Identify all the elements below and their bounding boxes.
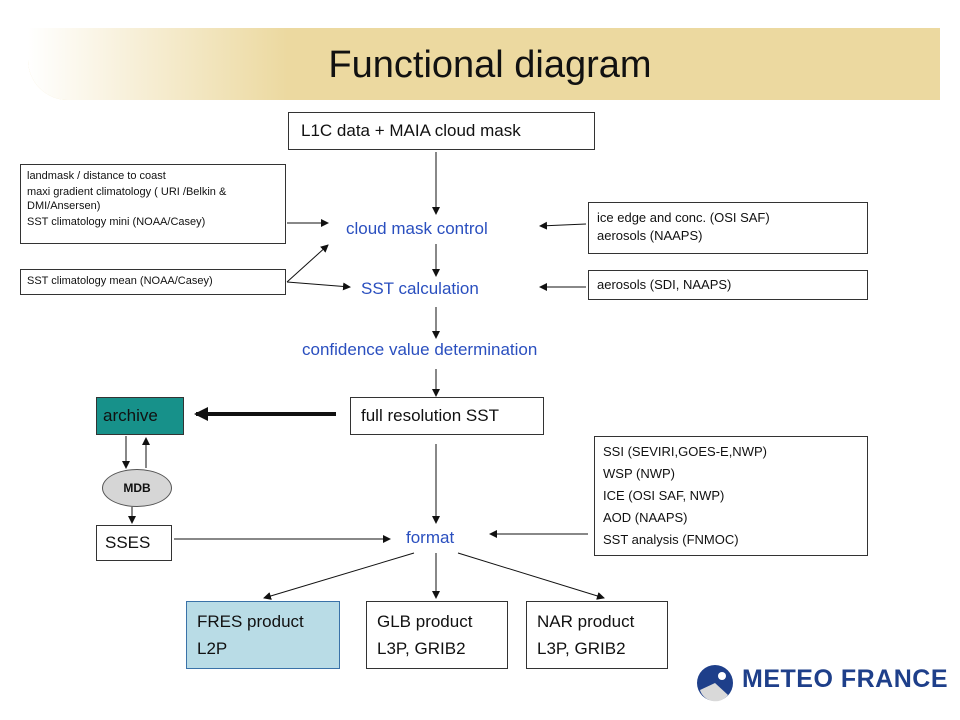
- format-node: format: [406, 528, 455, 547]
- cloud-mask-control-node: cloud mask control: [346, 219, 488, 238]
- full-resolution-sst-label: full resolution SST: [361, 406, 499, 425]
- left-input-bottom-label: SST climatology mean (NOAA/Casey): [27, 275, 213, 287]
- glb-product-format: L3P, GRIB2: [377, 639, 466, 658]
- arrow-format-to-nar: [457, 552, 605, 600]
- sses-box: SSES: [96, 525, 172, 561]
- right-input-item: ice edge and conc. (OSI SAF): [597, 210, 770, 225]
- right-input-bottom-label: aerosols (SDI, NAAPS): [597, 277, 732, 292]
- right-input-item: aerosols (NAAPS): [597, 228, 703, 243]
- left-inputs-top-box: landmask / distance to coast maxi gradie…: [20, 164, 286, 244]
- input-box: L1C data + MAIA cloud mask: [288, 112, 595, 150]
- archive-box: archive: [96, 397, 184, 435]
- meteo-france-logo-text: METEO FRANCE: [742, 665, 948, 693]
- left-input-item: landmask / distance to coast: [27, 170, 166, 182]
- format-input-item: WSP (NWP): [603, 466, 675, 481]
- format-input-item: AOD (NAAPS): [603, 510, 688, 525]
- page-title: Functional diagram: [328, 44, 652, 86]
- right-input-bottom-box: aerosols (SDI, NAAPS): [588, 270, 868, 300]
- arrow-right-top-to-cmc: [539, 221, 587, 230]
- format-inputs-box: SSI (SEVIRI,GOES-E,NWP) WSP (NWP) ICE (O…: [594, 436, 868, 556]
- nar-product-format: L3P, GRIB2: [537, 639, 626, 658]
- archive-label: archive: [103, 406, 158, 425]
- arrow-format-to-fres: [263, 552, 415, 600]
- fres-product-name: FRES product: [197, 612, 304, 631]
- arrow-left-bottom-to-sst: [286, 281, 351, 291]
- fres-product-format: L2P: [197, 639, 228, 658]
- arrow-left-bottom-to-cmc: [286, 244, 329, 283]
- glb-product-name: GLB product: [377, 612, 473, 631]
- sst-calculation-node: SST calculation: [361, 279, 479, 298]
- left-input-bottom-box: SST climatology mean (NOAA/Casey): [20, 269, 286, 295]
- format-input-item: ICE (OSI SAF, NWP): [603, 488, 725, 503]
- format-input-item: SST analysis (FNMOC): [603, 532, 739, 547]
- sses-label: SSES: [105, 533, 151, 552]
- full-resolution-sst-box: full resolution SST: [350, 397, 544, 435]
- glb-product-box: GLB product L3P, GRIB2: [366, 601, 508, 669]
- left-input-item: maxi gradient climatology ( URI /Belkin …: [27, 186, 227, 212]
- confidence-node: confidence value determination: [302, 340, 538, 359]
- format-input-item: SSI (SEVIRI,GOES-E,NWP): [603, 444, 767, 459]
- title-banner: [28, 28, 940, 100]
- fres-product-box: FRES product L2P: [186, 601, 340, 669]
- input-label: L1C data + MAIA cloud mask: [301, 121, 521, 140]
- nar-product-box: NAR product L3P, GRIB2: [526, 601, 668, 669]
- mdb-node: MDB: [102, 469, 172, 507]
- left-input-item: SST climatology mini (NOAA/Casey): [27, 216, 206, 228]
- right-inputs-top-box: ice edge and conc. (OSI SAF) aerosols (N…: [588, 202, 868, 254]
- banner-fade: [28, 28, 288, 100]
- nar-product-name: NAR product: [537, 612, 635, 631]
